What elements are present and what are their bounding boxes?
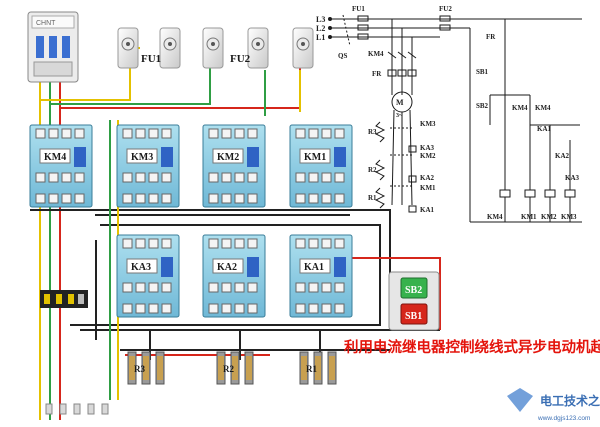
label-ka1-ctrl: KA1 xyxy=(537,125,552,133)
terminal-strip xyxy=(45,403,109,415)
rotor-resistor-banks: R3 R2 R1 xyxy=(127,351,337,385)
fuse-holder xyxy=(202,27,224,69)
label-km1-rotor: KM1 xyxy=(420,184,436,192)
site-watermark: 电工技术之家 www.dgjs123.com xyxy=(507,388,600,422)
terminal xyxy=(45,403,53,415)
breaker-brand: CHNT xyxy=(36,20,56,27)
label-qs: QS xyxy=(338,52,347,60)
contactor-km3: KM3 xyxy=(116,124,180,208)
terminal xyxy=(73,403,81,415)
schematic xyxy=(328,14,582,223)
resistor-label-r2: R2 xyxy=(223,364,234,374)
label-ka2-ctrl: KA2 xyxy=(555,152,570,160)
label-km2-rotor: KM2 xyxy=(420,152,436,160)
fuse-holder xyxy=(292,27,314,69)
label-fr-main: FR xyxy=(372,70,382,78)
label-sb1: SB1 xyxy=(476,68,489,76)
fuse-row xyxy=(117,27,314,69)
label-coil-km2: KM2 xyxy=(541,213,557,221)
contactor-km3-label: KM3 xyxy=(131,152,153,163)
contactor-km1-label: KM1 xyxy=(304,152,326,163)
terminal xyxy=(101,403,109,415)
label-l3: L3 xyxy=(316,15,325,24)
label-fr-ctrl: FR xyxy=(486,33,496,41)
contactor-km2: KM2 xyxy=(202,124,266,208)
relay-ka2-label: KA2 xyxy=(217,262,237,273)
label-r2: R2 xyxy=(368,166,377,174)
sb2-button[interactable] xyxy=(400,277,428,299)
relay-ka3-label: KA3 xyxy=(131,262,151,273)
label-motor-sub: 3~ xyxy=(396,113,403,119)
relay-ka1: KA1 xyxy=(289,234,353,318)
label-ka1-coil: KA1 xyxy=(420,206,435,214)
label-motor: M xyxy=(396,98,404,107)
fuse-holder xyxy=(159,27,181,69)
contactor-km4: KM4 xyxy=(29,124,93,208)
relay-ka1-label: KA1 xyxy=(304,262,324,273)
watermark-url: www.dgjs123.com xyxy=(537,415,590,422)
label-ka3-coil: KA3 xyxy=(420,144,435,152)
fu1-label: FU1 xyxy=(141,53,161,65)
label-fu1: FU1 xyxy=(352,5,365,13)
label-ka3-ctrl: KA3 xyxy=(565,174,580,182)
contactor-km2-label: KM2 xyxy=(217,152,239,163)
sb1-label: SB1 xyxy=(405,311,422,322)
label-r3: R3 xyxy=(368,128,377,136)
fu2-label: FU2 xyxy=(230,53,251,65)
label-l1: L1 xyxy=(316,33,325,42)
label-coil-km1: KM1 xyxy=(521,213,537,221)
label-km4-hold: KM4 xyxy=(512,104,528,112)
relay-ka2: KA2 xyxy=(202,234,266,318)
label-km3-rotor: KM3 xyxy=(420,120,436,128)
label-km4-interlock: KM4 xyxy=(535,104,551,112)
contactor-km1: KM1 xyxy=(289,124,353,208)
thermal-overload-relay xyxy=(40,290,88,308)
fuse-holder xyxy=(117,27,139,69)
terminal xyxy=(87,403,95,415)
resistor-bank-r1: R1 xyxy=(299,351,337,385)
relay-ka3: KA3 xyxy=(116,234,180,318)
label-ka2-coil: KA2 xyxy=(420,174,435,182)
contactor-km4-label: KM4 xyxy=(44,152,66,163)
label-coil-km3: KM3 xyxy=(561,213,577,221)
sb2-label: SB2 xyxy=(405,285,422,296)
label-r1: R1 xyxy=(368,194,377,202)
sb1-button[interactable] xyxy=(400,303,428,325)
label-fu2: FU2 xyxy=(439,5,452,13)
resistor-bank-r2: R2 xyxy=(216,351,254,385)
label-l2: L2 xyxy=(316,24,325,33)
diagram-title: 利用电流继电器控制绕线式异步电动机起动控制线路 xyxy=(344,338,600,356)
label-km4-main: KM4 xyxy=(368,50,384,58)
fuse-holder xyxy=(247,27,269,69)
watermark-brand: 电工技术之家 xyxy=(540,393,600,408)
label-sb2: SB2 xyxy=(476,102,489,110)
label-coil-km4: KM4 xyxy=(487,213,503,221)
resistor-bank-r3: R3 xyxy=(127,351,165,385)
terminal xyxy=(59,403,67,415)
schematic-labels: L3 L2 L1 FU1 FU2 QS KM4 FR M 3~ R3 R2 R1… xyxy=(316,5,580,221)
push-button-box: SB2 SB1 xyxy=(388,271,440,331)
resistor-label-r1: R1 xyxy=(306,364,317,374)
circuit-breaker: CHNT xyxy=(27,11,79,83)
resistor-label-r3: R3 xyxy=(134,364,145,374)
